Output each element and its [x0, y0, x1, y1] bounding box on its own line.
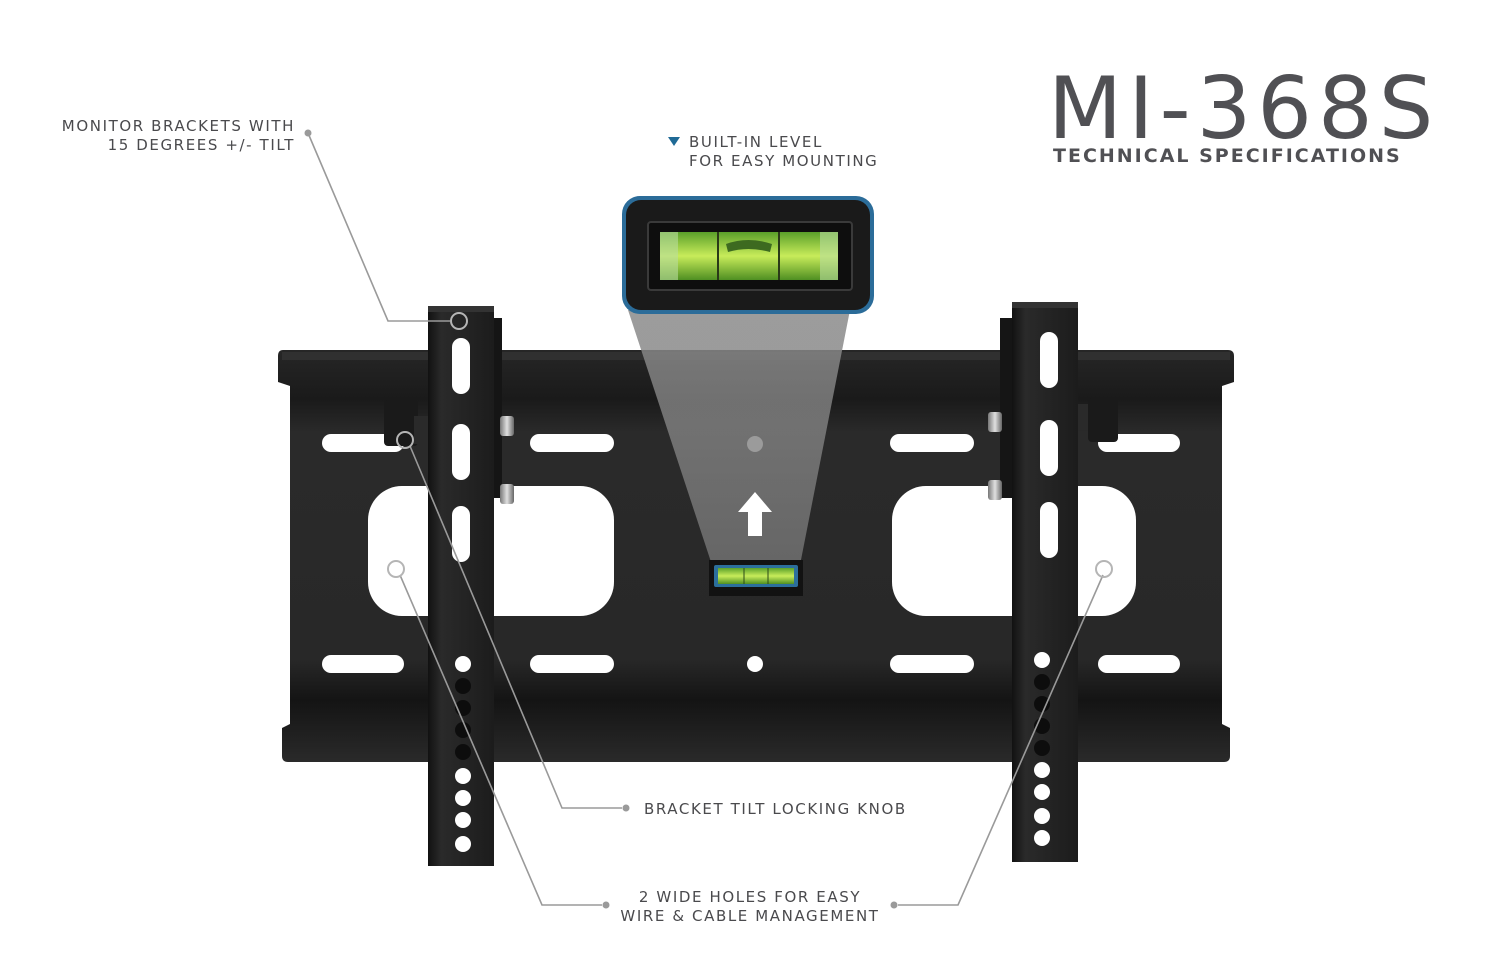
- model-title: MI-368S: [1048, 59, 1440, 159]
- callout-brackets: MONITOR BRACKETS WITH 15 DEGREES +/- TIL…: [40, 117, 295, 155]
- magnify-beam: [628, 310, 850, 565]
- callout-brackets-line2: 15 DEGREES +/- TILT: [107, 136, 295, 154]
- left-bracket-arm: [384, 306, 514, 866]
- callout-level-line1: BUILT-IN LEVEL: [689, 133, 823, 151]
- up-arrow-icon: [738, 492, 772, 536]
- callout-level: BUILT-IN LEVEL FOR EASY MOUNTING: [689, 133, 878, 171]
- leader-lines: [307, 132, 1104, 906]
- callout-level-line2: FOR EASY MOUNTING: [689, 152, 879, 170]
- page-subtitle: TECHNICAL SPECIFICATIONS: [1053, 145, 1402, 167]
- level-magnified-inset: [622, 196, 874, 314]
- callout-rings: [387, 312, 1113, 578]
- right-tilt-knob: [1088, 398, 1118, 442]
- callout-knob: BRACKET TILT LOCKING KNOB: [644, 800, 907, 819]
- callout-knob-line1: BRACKET TILT LOCKING KNOB: [644, 800, 907, 818]
- callout-holes-line1: 2 WIDE HOLES FOR EASY: [638, 888, 862, 906]
- right-bracket-arm: [988, 302, 1118, 862]
- built-in-level-small: [709, 560, 803, 596]
- callout-brackets-line1: MONITOR BRACKETS WITH: [61, 117, 295, 135]
- leader-dots: [304, 129, 898, 909]
- callout-holes-line2: WIRE & CABLE MANAGEMENT: [620, 907, 880, 925]
- callout-holes: 2 WIDE HOLES FOR EASY WIRE & CABLE MANAG…: [612, 888, 888, 926]
- triangle-down-icon: [668, 137, 680, 146]
